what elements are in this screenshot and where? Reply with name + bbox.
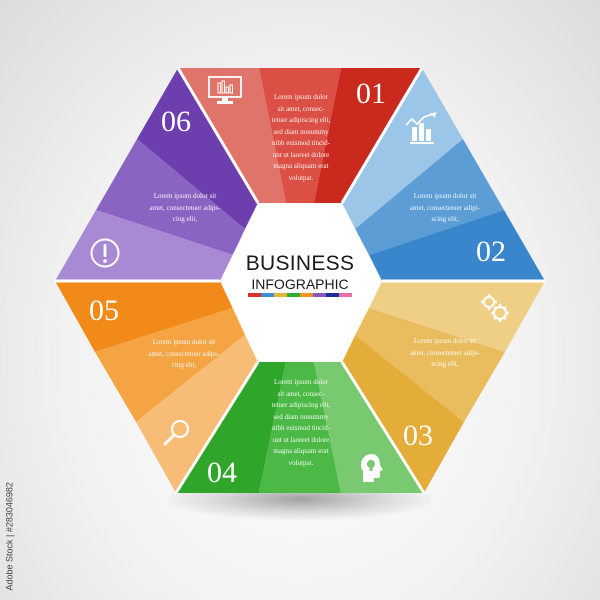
panel-text-04: Lorem ipsum dolor sit amet, consec- tetu… [271, 378, 331, 467]
panel-number-03: 03 [403, 419, 433, 452]
color-swatch [326, 293, 339, 297]
title-infographic: INFOGRAPHIC [251, 276, 349, 292]
growth-chart-icon [405, 112, 437, 144]
color-swatch [248, 293, 261, 297]
panel-text-03: Lorem ipsum dolor sit amet, consectetuer… [409, 337, 481, 368]
panel-number-01: 01 [356, 77, 386, 110]
gears-icon [481, 294, 509, 322]
panel-number-02: 02 [476, 235, 506, 268]
panel-number-06: 06 [161, 105, 191, 138]
magnifier-icon [163, 419, 190, 446]
drop-shadow [170, 490, 430, 520]
color-bar [248, 293, 352, 297]
title-business: BUSINESS [245, 252, 355, 275]
color-swatch [339, 293, 352, 297]
panel-text-02: Lorem ipsum dolor sit amet, consectetuer… [409, 192, 481, 223]
panel-number-05: 05 [89, 294, 119, 327]
stock-watermark: Adobe Stock | #283046982 [2, 458, 16, 593]
head-lightbulb-icon [361, 454, 383, 482]
exclamation-circle-icon [90, 238, 120, 268]
color-swatch [274, 293, 287, 297]
panel-number-04: 04 [207, 456, 237, 489]
panel-02 [342, 68, 545, 281]
color-swatch [261, 293, 274, 297]
monitor-chart-icon [208, 76, 242, 104]
panel-text-01: Lorem ipsum dolor sit amet, consec- tetu… [271, 93, 331, 182]
color-swatch [287, 293, 300, 297]
panel-01 [178, 68, 422, 203]
panel-05 [55, 281, 258, 493]
panel-separators [55, 67, 545, 494]
color-swatch [313, 293, 326, 297]
panel-04 [176, 362, 424, 493]
panel-text-05: Lorem ipsum dolor sit amet, consectetuer… [148, 338, 220, 369]
color-swatch [300, 293, 313, 297]
watermark-text: Adobe Stock | #283046982 [4, 482, 15, 591]
panel-03 [342, 281, 545, 493]
panel-text-06: Lorem ipsum dolor sit amet, consectetuer… [149, 192, 221, 223]
center-hexagon [220, 203, 382, 362]
panel-06 [55, 68, 258, 281]
